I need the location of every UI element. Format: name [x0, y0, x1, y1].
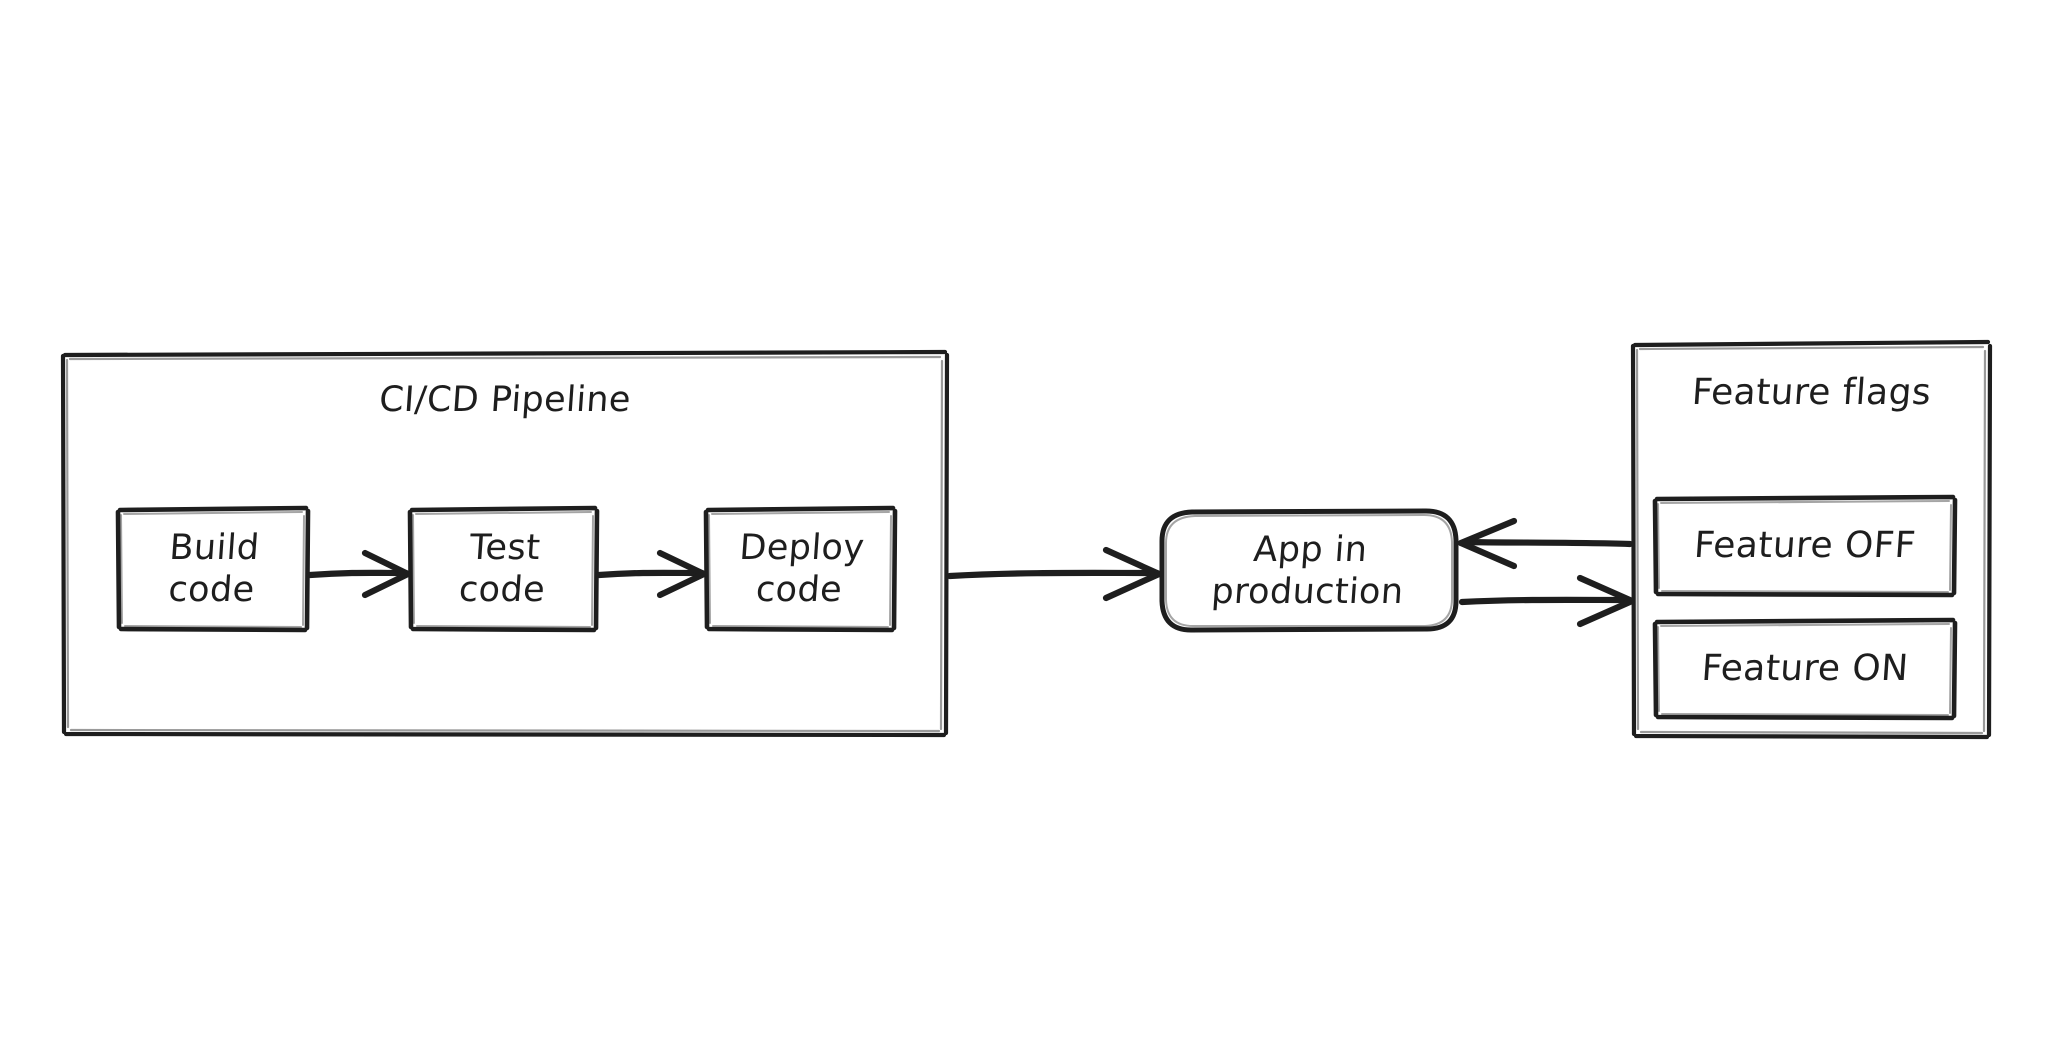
- pipeline-title: CI/CD Pipeline: [377, 380, 633, 420]
- arrow-app-to-flags: [1458, 574, 1636, 628]
- deploy-code-label-line2: code: [754, 570, 844, 610]
- deploy-code-box[interactable]: [703, 505, 898, 633]
- build-code-label-line2: code: [167, 570, 256, 610]
- test-code-label-line2: code: [457, 570, 547, 610]
- feature-off-label-text: Feature OFF: [1692, 525, 1918, 567]
- deploy-code-label: Deploy code: [702, 508, 900, 630]
- arrow-pipeline-to-app: [946, 546, 1163, 602]
- arrow-test-to-deploy: [595, 549, 708, 599]
- feature-off-box[interactable]: [1652, 494, 1958, 598]
- feature-on-box[interactable]: [1652, 617, 1958, 721]
- build-code-label: Build code: [114, 508, 313, 630]
- deploy-code-label-line1: Deploy: [738, 528, 866, 568]
- arrow-flags-to-app: [1457, 517, 1634, 570]
- feature-flags-title: Feature flags: [1690, 372, 1933, 413]
- test-code-label: Test code: [406, 508, 602, 630]
- arrow-build-to-test: [306, 549, 412, 599]
- test-code-box[interactable]: [407, 505, 600, 633]
- feature-flags-container[interactable]: [1630, 339, 1993, 740]
- build-code-box[interactable]: [115, 505, 311, 633]
- app-label-line1: App in: [1252, 529, 1369, 570]
- cicd-pipeline-container[interactable]: [60, 349, 950, 738]
- feature-on-label-text: Feature ON: [1700, 648, 1910, 690]
- build-code-label-line1: Build: [168, 528, 261, 568]
- app-in-production-label: App in production: [1158, 511, 1460, 630]
- feature-on-label: Feature ON: [1652, 620, 1959, 718]
- app-label-line2: production: [1210, 571, 1405, 612]
- app-in-production-node[interactable]: [1159, 508, 1459, 633]
- feature-off-label: Feature OFF: [1652, 497, 1959, 595]
- test-code-label-line1: Test: [468, 528, 542, 568]
